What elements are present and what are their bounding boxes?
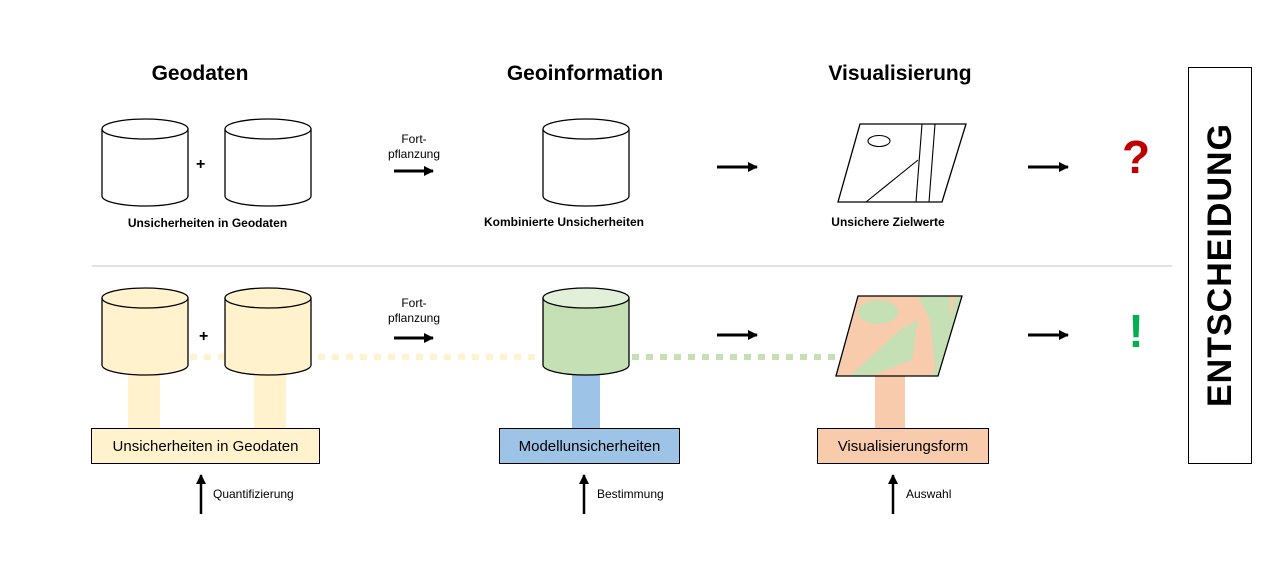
label-auswahl: Auswahl — [906, 487, 952, 501]
map-outline-icon — [837, 123, 967, 203]
header-geoinformation: Geoinformation — [506, 62, 664, 85]
cylinder-geoinformation-filled — [542, 287, 630, 376]
header-visualisierung: Visualisierung — [828, 62, 972, 85]
label-quantifizierung: Quantifizierung — [213, 487, 294, 501]
pillar-geodaten-1 — [128, 374, 160, 429]
fortpflanzung-line2-bottom: pflanzung — [387, 311, 441, 325]
box-modellunsicherheiten: Modellunsicherheiten — [499, 428, 680, 464]
cylinder-geodaten-1 — [101, 118, 189, 207]
caption-kombinierte-unsicherheiten: Kombinierte Unsicherheiten — [483, 215, 645, 229]
caption-unsichere-zielwerte: Unsichere Zielwerte — [831, 215, 945, 229]
decision-label: ENTSCHEIDUNG — [1201, 122, 1239, 408]
fortpflanzung-label-bottom: Fort- pflanzung — [378, 296, 450, 326]
map-colored-icon — [835, 295, 963, 377]
pillar-visualisierung — [875, 374, 905, 429]
pillar-modell — [572, 374, 600, 429]
cylinder-geodaten-2-filled — [224, 287, 312, 376]
fortpflanzung-line1-bottom: Fort- — [401, 296, 427, 310]
caption-unsicherheiten-geodaten: Unsicherheiten in Geodaten — [127, 216, 288, 230]
fortpflanzung-label-top: Fort- pflanzung — [378, 132, 450, 162]
cylinder-geodaten-1-filled — [101, 287, 189, 376]
cylinder-geodaten-2 — [224, 118, 312, 207]
plus-sign-top: + — [196, 156, 206, 173]
cylinder-geoinformation — [542, 118, 630, 207]
box-visualisierungsform: Visualisierungsform — [817, 428, 989, 464]
decision-box: ENTSCHEIDUNG — [1188, 67, 1252, 464]
plus-sign-bottom: + — [199, 328, 209, 345]
fortpflanzung-line1: Fort- — [401, 132, 427, 146]
label-bestimmung: Bestimmung — [597, 487, 664, 501]
exclamation-mark-icon: ! — [1128, 305, 1144, 357]
question-mark-icon: ? — [1121, 131, 1151, 183]
pillar-geodaten-2 — [254, 374, 286, 429]
fortpflanzung-line2: pflanzung — [387, 147, 441, 161]
header-geodaten: Geodaten — [151, 62, 249, 85]
box-unsicherheiten-geodaten: Unsicherheiten in Geodaten — [91, 428, 320, 464]
